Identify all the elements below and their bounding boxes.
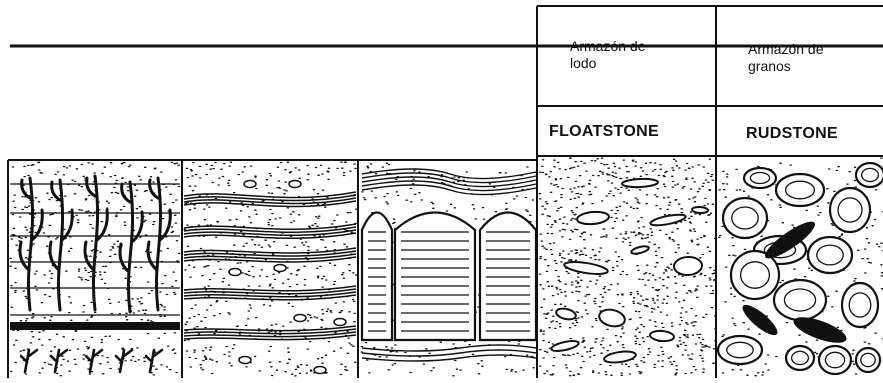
rudstone-title: RUDSTONE [746, 125, 838, 143]
floatstone-framework-label: Armazón de lodo [570, 38, 645, 72]
dark-band [10, 322, 180, 330]
floatstone-framework-line-2: lodo [570, 55, 645, 72]
clast [819, 346, 851, 374]
clast [842, 283, 878, 327]
grain [229, 269, 241, 276]
rudstone-framework-label: Armazón de granos [748, 41, 823, 75]
clast [731, 251, 779, 299]
clast [774, 280, 826, 320]
grain [692, 207, 708, 214]
rudstone-framework-line-2: granos [748, 58, 823, 75]
grain [239, 357, 251, 364]
floatstone-framework-line-1: Armazón de [570, 38, 645, 55]
clast [776, 174, 824, 206]
grain [314, 367, 326, 374]
clast [830, 188, 870, 232]
grain [289, 181, 301, 188]
floatstone-title: FLOATSTONE [549, 123, 659, 141]
clast [744, 168, 776, 188]
grain [244, 181, 256, 188]
grain [294, 315, 306, 322]
grain [334, 319, 346, 326]
clast [856, 348, 880, 372]
clast [786, 346, 814, 370]
clast [718, 336, 762, 364]
clast [723, 198, 767, 238]
clast [808, 237, 852, 273]
grain [274, 265, 286, 272]
rudstone-framework-line-1: Armazón de [748, 41, 823, 58]
grain [674, 256, 703, 276]
